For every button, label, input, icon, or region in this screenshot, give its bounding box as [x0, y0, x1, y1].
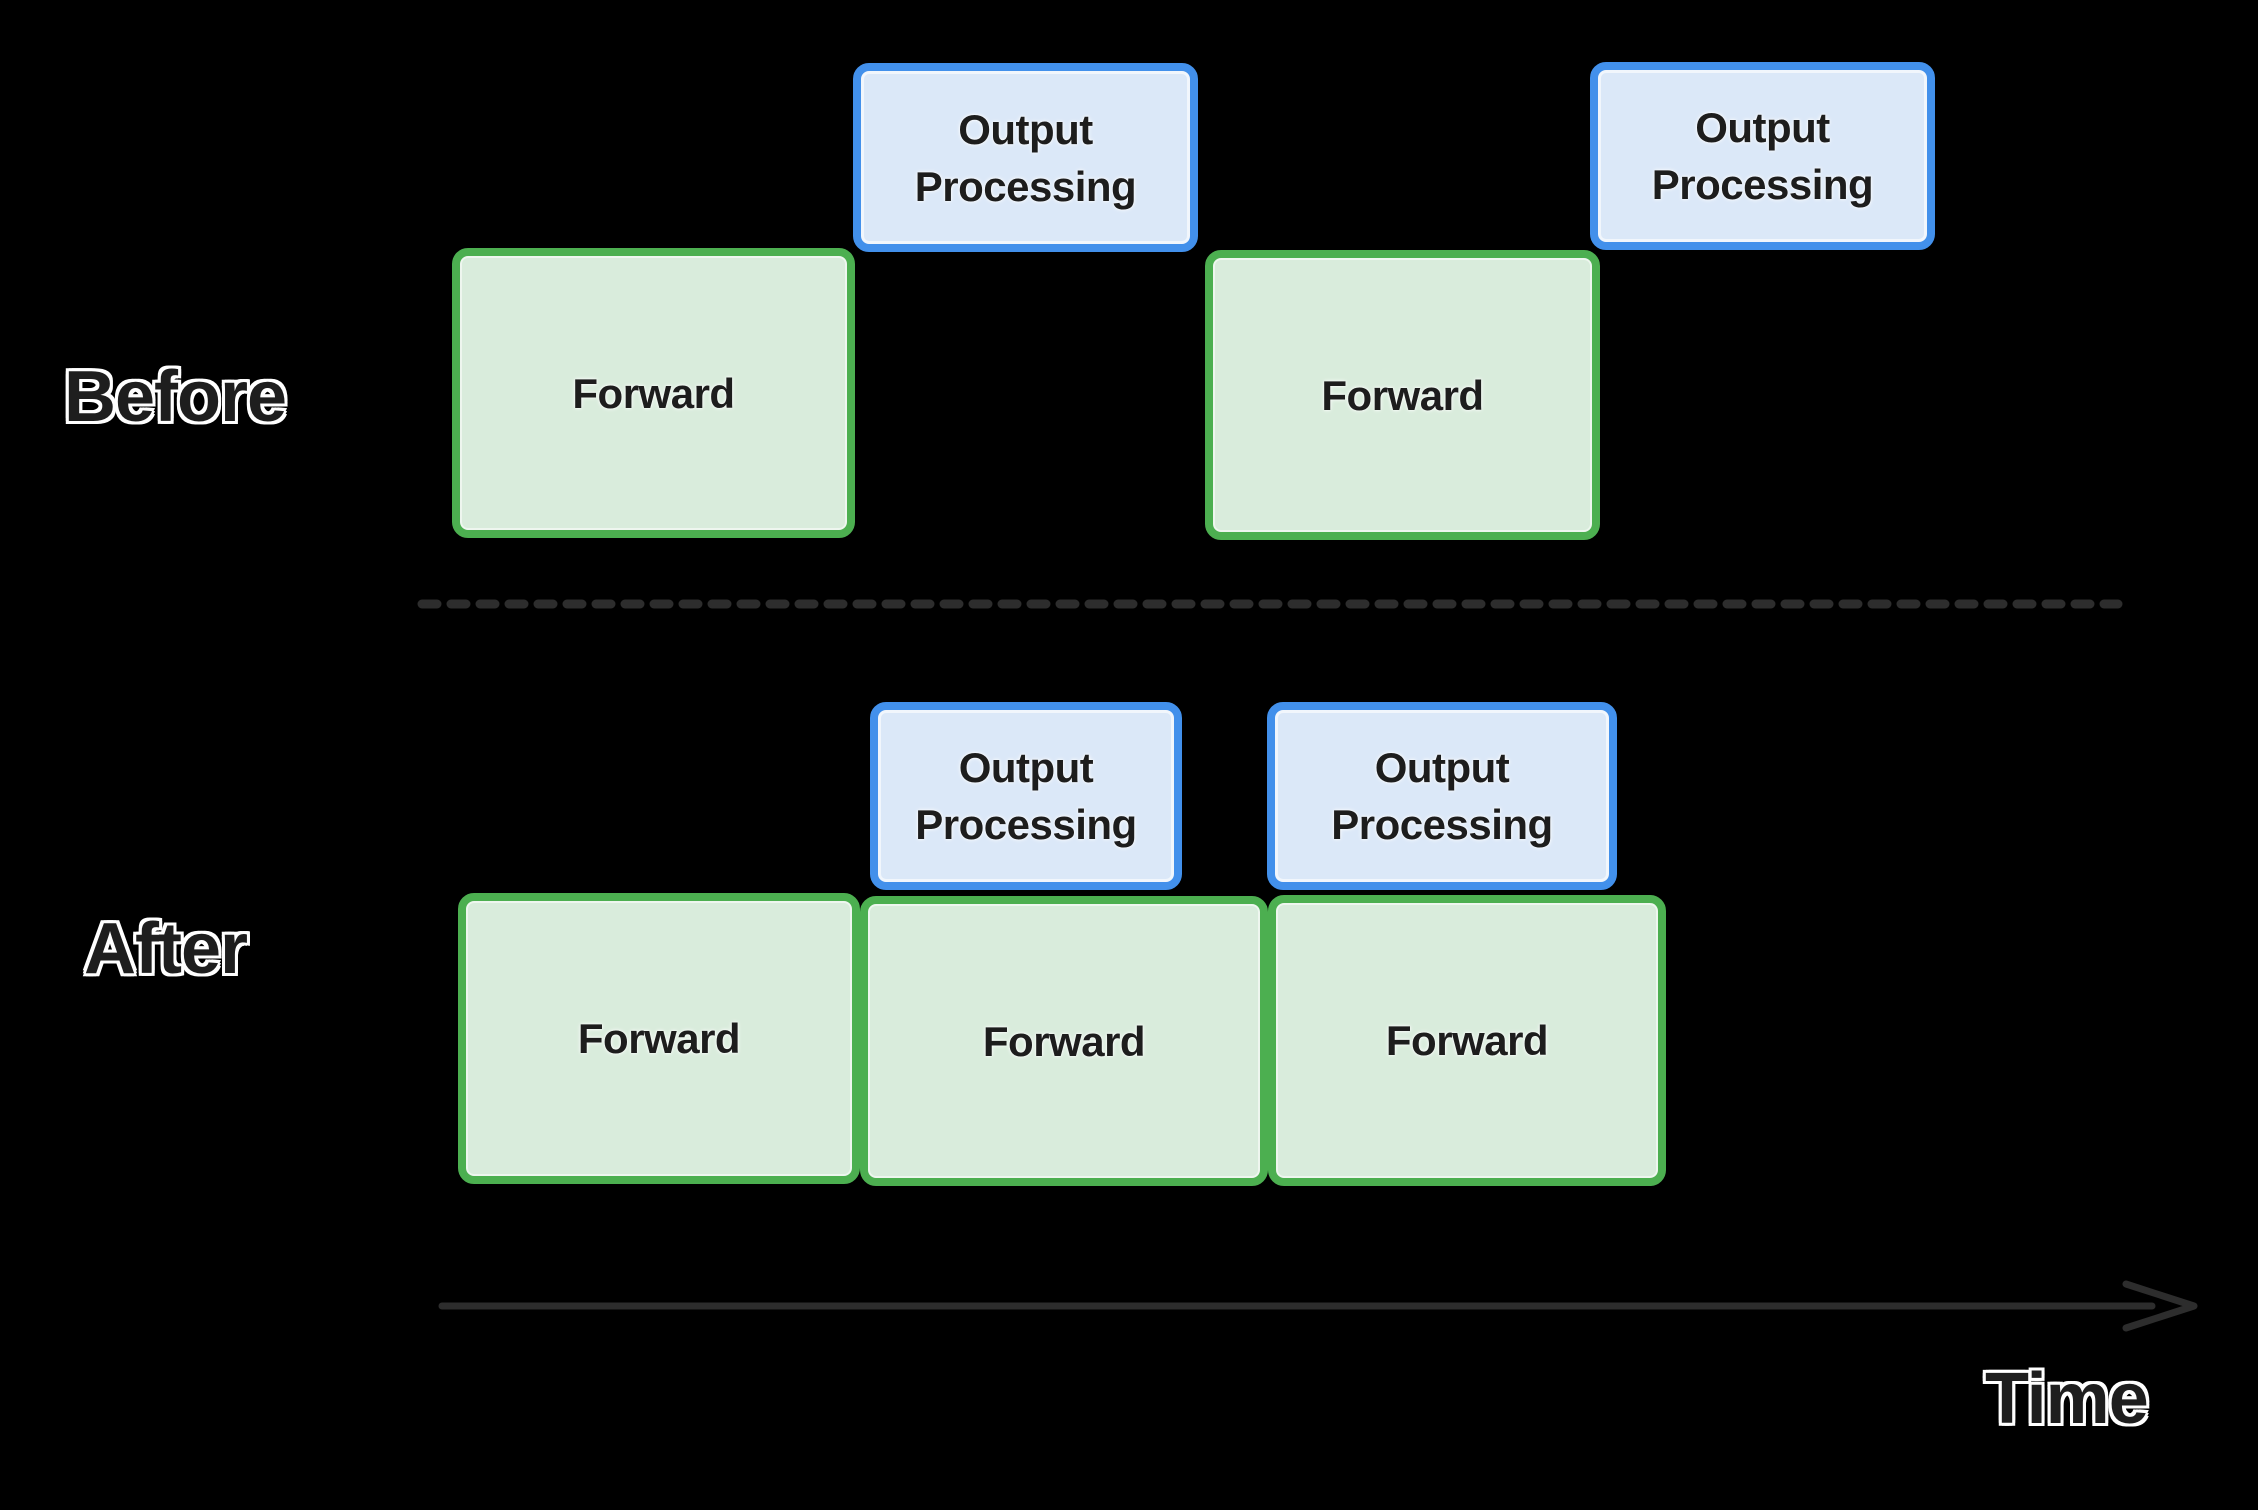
- forward-box-label: Forward: [1385, 1017, 1549, 1064]
- forward-box: Forward: [458, 893, 860, 1184]
- after-section-label: After: [84, 909, 248, 989]
- output-processing-box-label: Output Processing: [1651, 104, 1874, 208]
- forward-box: Forward: [860, 896, 1268, 1186]
- forward-box: Forward: [1205, 250, 1600, 540]
- forward-box-label: Forward: [577, 1015, 741, 1062]
- time-axis-arrow: [438, 1280, 2198, 1332]
- output-processing-box-label: Output Processing: [1331, 744, 1553, 848]
- forward-box-label: Forward: [1321, 371, 1484, 419]
- time-axis-label: Time: [1985, 1359, 2149, 1439]
- forward-box: Forward: [452, 248, 855, 538]
- forward-box: Forward: [1268, 895, 1666, 1186]
- before-section-label: Before: [64, 357, 287, 437]
- output-processing-box: Output Processing: [1590, 62, 1935, 250]
- section-divider-dashed-line: [417, 599, 2123, 609]
- output-processing-box-label: Output Processing: [914, 105, 1137, 210]
- output-processing-box: Output Processing: [1267, 702, 1617, 890]
- forward-box-label: Forward: [982, 1017, 1146, 1065]
- output-processing-box: Output Processing: [853, 63, 1198, 252]
- output-processing-box: Output Processing: [870, 702, 1182, 890]
- forward-box-label: Forward: [572, 369, 735, 417]
- output-processing-box-label: Output Processing: [915, 744, 1137, 848]
